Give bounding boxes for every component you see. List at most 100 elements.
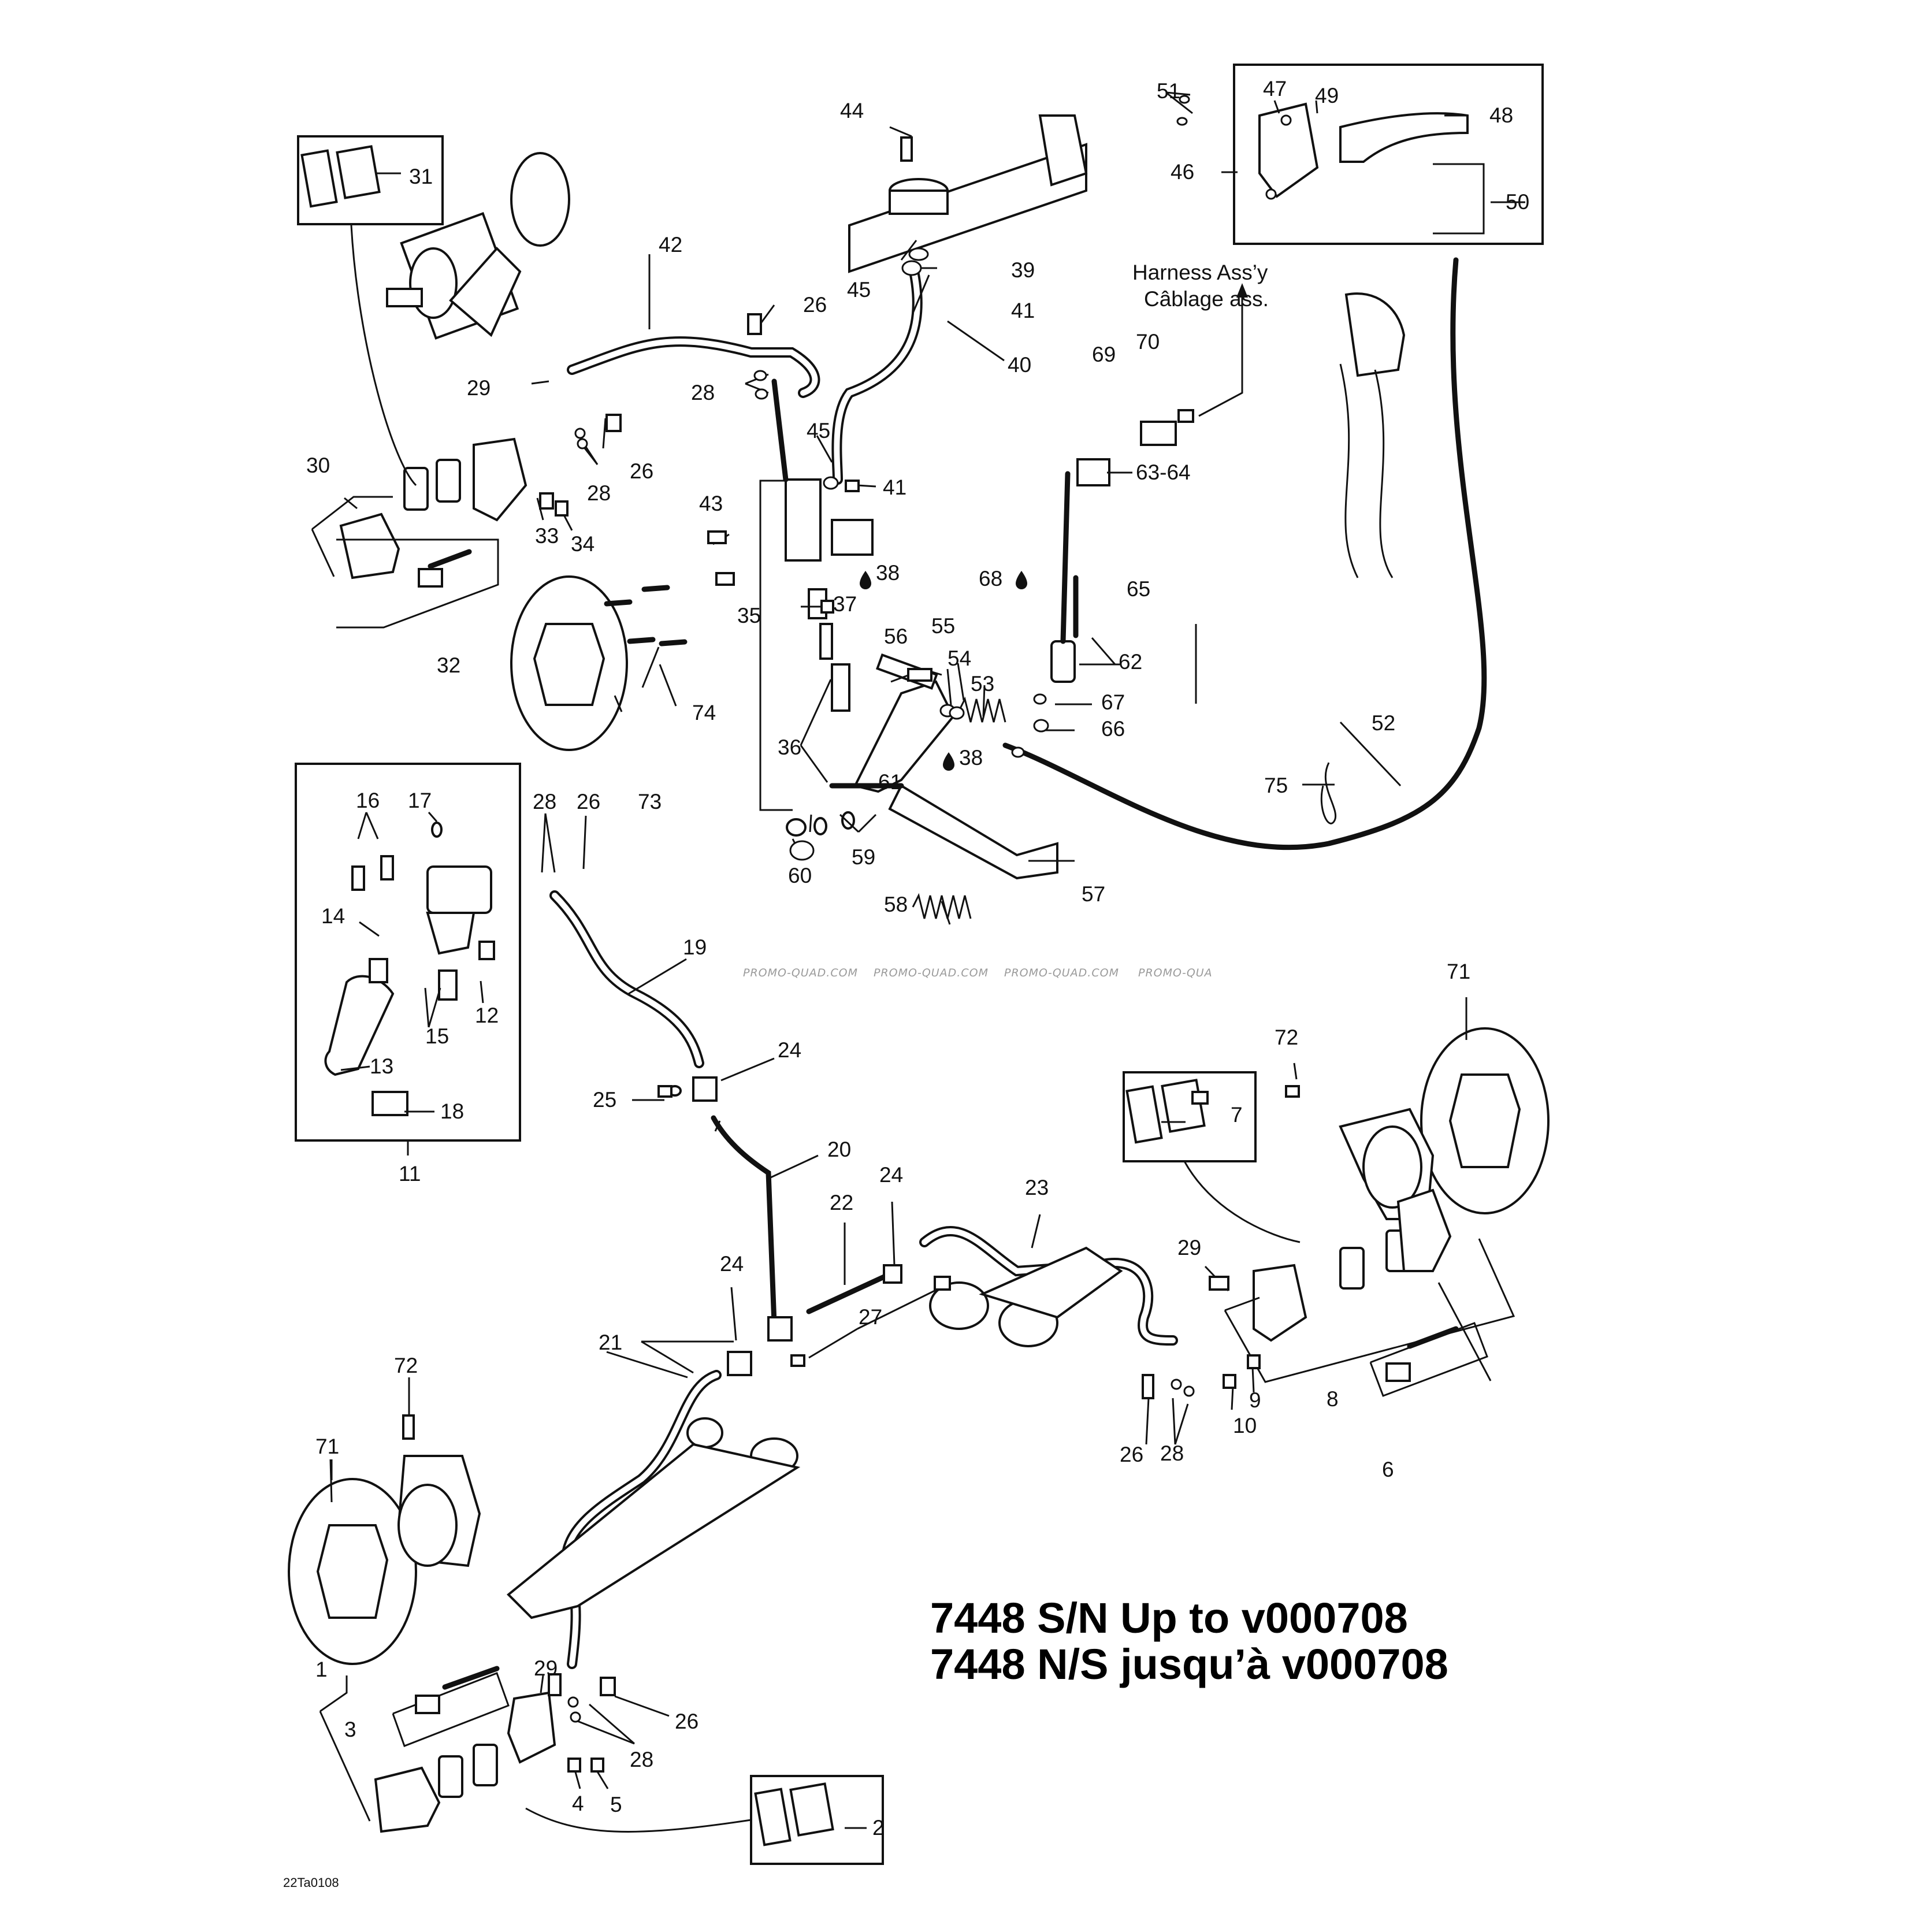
watermark: PROMO-QUAD.COM [874, 967, 989, 979]
rear-hub-assembly [386, 152, 570, 340]
callout: 39 [1011, 258, 1035, 282]
callout: 8 [1327, 1387, 1339, 1411]
brake-pads-2 [754, 1782, 834, 1846]
callout: 69 [1092, 343, 1116, 366]
callout: 40 [1008, 353, 1031, 377]
bracket-50 [1433, 163, 1485, 235]
front-caliper-left [374, 1691, 556, 1833]
brake-switch-62 [1050, 458, 1110, 683]
callout: 12 [475, 1004, 499, 1027]
callout: 41 [883, 475, 906, 499]
bracket-35 [759, 480, 793, 811]
callout: 26 [675, 1710, 699, 1733]
callout: 26 [1120, 1443, 1143, 1466]
callout: 66 [1101, 717, 1125, 741]
callout: 28 [691, 381, 715, 404]
callout: 28 [1160, 1441, 1184, 1465]
callout: 24 [720, 1252, 744, 1276]
box-7 [1123, 1071, 1257, 1162]
callout: 33 [535, 524, 559, 548]
callout: 42 [659, 233, 682, 257]
callout: 38 [876, 561, 900, 585]
callout: 65 [1127, 577, 1150, 601]
callout: 56 [884, 625, 908, 648]
callout: 28 [587, 481, 611, 505]
callout: 25 [593, 1088, 616, 1112]
callout: 7 [1231, 1103, 1243, 1127]
callout: 3 [344, 1718, 356, 1741]
callout: 73 [638, 790, 662, 813]
callout: 11 [399, 1162, 421, 1186]
callout: 75 [1264, 774, 1288, 797]
callout: 70 [1136, 330, 1160, 354]
brake-lever-48 [1339, 112, 1469, 163]
callout: 47 [1263, 77, 1287, 101]
callout: 44 [840, 99, 864, 122]
harness-label-fr: Câblage ass. [1144, 287, 1269, 311]
a-arm-left [507, 1417, 801, 1619]
callout: 15 [425, 1024, 449, 1048]
callout: 45 [807, 419, 830, 443]
callout: 22 [830, 1191, 853, 1214]
callout: 52 [1372, 711, 1395, 735]
callout: 6 [1382, 1458, 1394, 1481]
box-46-50 [1233, 64, 1544, 245]
frame-top [848, 114, 1088, 273]
callout: 46 [1171, 160, 1194, 184]
connector-69-70 [1140, 409, 1194, 446]
callout: 27 [859, 1305, 882, 1329]
callout: 51 [1157, 79, 1180, 103]
callout: 5 [610, 1793, 622, 1816]
callout: 35 [737, 604, 761, 627]
callout: 10 [1233, 1414, 1257, 1437]
callout: 19 [683, 935, 707, 959]
box-31 [297, 135, 444, 225]
watermark: PROMO-QUA [1138, 967, 1213, 979]
callout-labels: 31 42 44 26 39 45 41 40 28 45 41 43 38 3… [306, 77, 1529, 1840]
rear-disc-73 [510, 575, 628, 751]
callout: 57 [1082, 882, 1105, 906]
callout: 38 [959, 746, 983, 770]
callout: 60 [788, 864, 812, 887]
callout: 50 [1506, 190, 1529, 214]
callout: 53 [971, 672, 994, 696]
callout: 54 [948, 647, 971, 670]
pad-pins-8 [1369, 1322, 1488, 1397]
pad-pins-3 [392, 1666, 510, 1747]
callout: 26 [803, 293, 827, 317]
callout: 36 [778, 735, 801, 759]
callout: 21 [599, 1331, 622, 1354]
harness-arrow [1198, 289, 1243, 417]
callout: 29 [1177, 1236, 1201, 1259]
fittings [402, 95, 1337, 1773]
callout: 13 [370, 1054, 393, 1078]
clip-24-upper [692, 1076, 718, 1102]
callout: 18 [440, 1099, 464, 1123]
lever-bracket-47 [1258, 102, 1319, 198]
disc-bolts-74 [604, 585, 688, 647]
harness-label-en: Harness Ass’y [1132, 261, 1268, 284]
callout: 9 [1249, 1388, 1261, 1412]
callout: 29 [467, 376, 491, 400]
callout: 31 [409, 165, 433, 188]
watermark: PROMO-QUAD.COM [1004, 967, 1119, 979]
callout: 37 [833, 592, 857, 616]
callout: 59 [852, 845, 875, 869]
callout: 14 [321, 904, 345, 928]
brake-line-22 [806, 1274, 887, 1314]
callout: 28 [630, 1748, 653, 1771]
drawing-code: 22Ta0108 [283, 1875, 339, 1890]
rear-brake-pads-31 [300, 145, 381, 208]
callout: 71 [315, 1435, 339, 1458]
callout: 4 [572, 1792, 584, 1815]
watermark: PROMO-QUAD.COM [743, 967, 858, 979]
knuckle-right [1339, 1108, 1435, 1220]
callout: 62 [1119, 650, 1142, 674]
callout: 68 [979, 567, 1002, 590]
a-arm-right [929, 1246, 1123, 1347]
callout: 58 [884, 893, 908, 916]
callout: 26 [630, 459, 653, 483]
page-title-en: 7448 S/N Up to v000708 [930, 1594, 1408, 1642]
callout: 30 [306, 454, 330, 477]
